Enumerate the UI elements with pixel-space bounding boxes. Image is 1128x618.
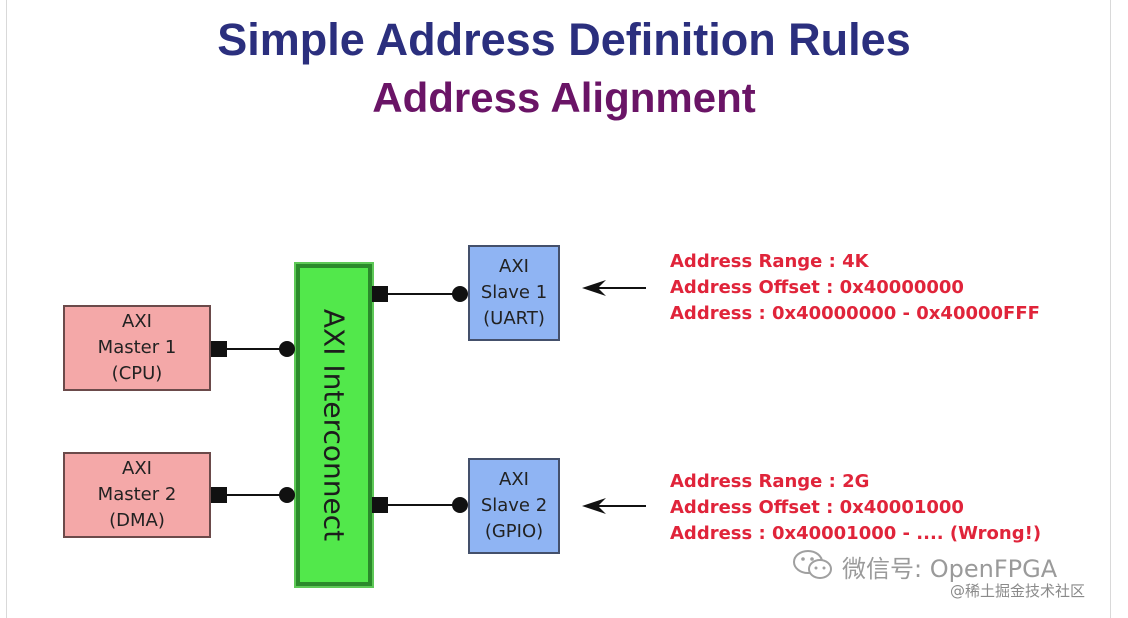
slave-1-address-span: Address : 0x40000000 - 0x40000FFF <box>670 303 1040 324</box>
interconnect-label: AXI Interconnect <box>317 308 351 542</box>
page-subtitle: Address Alignment <box>372 74 756 121</box>
slave-2-wire <box>388 504 460 506</box>
master-2-socket <box>279 487 295 503</box>
slave-2-address-span: Address : 0x40001000 - .... (Wrong!) <box>670 523 1042 544</box>
slave-1-socket <box>452 286 468 302</box>
master-1-line-3: (CPU) <box>111 363 163 384</box>
axi-interconnect-block: AXI Interconnect <box>294 262 374 588</box>
page-title: Simple Address Definition Rules <box>217 14 911 65</box>
slave-2-box: AXI Slave 2 (GPIO) <box>468 458 560 554</box>
slave-2-address-offset: Address Offset : 0x40001000 <box>670 497 964 518</box>
slave-1-line-2: Slave 1 <box>480 282 548 303</box>
slide-right-edge <box>1110 0 1111 618</box>
slave-2-socket <box>452 497 468 513</box>
master-1-port <box>211 341 227 357</box>
slide-left-edge <box>6 0 7 618</box>
master-1-line-2: Master 1 <box>97 337 177 358</box>
slave-1-line-3: (UART) <box>483 308 545 329</box>
slave-1-address-offset: Address Offset : 0x40000000 <box>670 277 964 298</box>
master-1-box: AXI Master 1 (CPU) <box>63 305 211 391</box>
slave-2-arrow-icon <box>582 498 646 514</box>
slave-2-line-1: AXI <box>499 469 529 490</box>
slave-2-line-2: Slave 2 <box>480 495 548 516</box>
slave-2-address-range: Address Range : 2G <box>670 471 870 492</box>
master-1-line-1: AXI <box>122 311 152 332</box>
slave-1-address-info: Address Range : 4K Address Offset : 0x40… <box>670 249 1040 327</box>
slave-1-box: AXI Slave 1 (UART) <box>468 245 560 341</box>
master-2-line-2: Master 2 <box>97 484 177 505</box>
slave-1-arrow-icon <box>582 280 646 296</box>
slave-2-port <box>372 497 388 513</box>
master-2-box: AXI Master 2 (DMA) <box>63 452 211 538</box>
slave-2-address-info: Address Range : 2G Address Offset : 0x40… <box>670 469 1041 547</box>
master-2-port <box>211 487 227 503</box>
master-2-line-1: AXI <box>122 458 152 479</box>
master-2-line-3: (DMA) <box>109 510 165 531</box>
slave-1-port <box>372 286 388 302</box>
slave-2-line-3: (GPIO) <box>484 521 544 542</box>
slave-1-address-range: Address Range : 4K <box>670 251 869 272</box>
master-1-wire <box>227 348 287 350</box>
wechat-icon <box>793 550 832 579</box>
community-watermark: @稀土掘金技术社区 <box>950 582 1086 600</box>
slave-1-line-1: AXI <box>499 256 529 277</box>
master-2-wire <box>227 494 287 496</box>
slave-1-wire <box>388 293 460 295</box>
wechat-watermark: 微信号: OpenFPGA <box>842 555 1058 583</box>
master-1-socket <box>279 341 295 357</box>
